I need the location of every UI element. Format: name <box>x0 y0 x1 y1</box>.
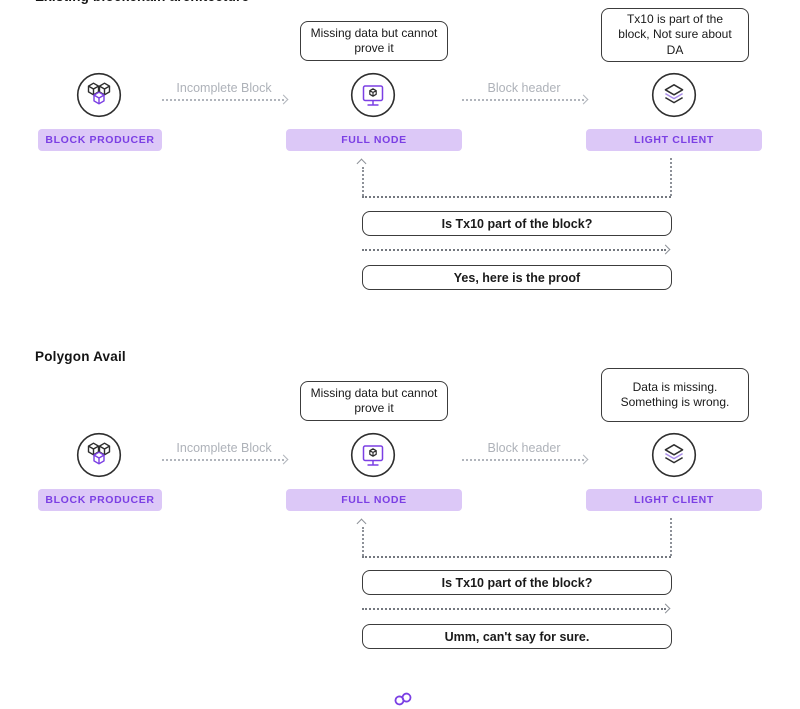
full-node-icon <box>350 72 396 118</box>
incomplete-block-arrow <box>162 459 284 461</box>
reply-arrow <box>362 608 666 610</box>
light-client-icon <box>651 432 697 478</box>
polygon-logo-icon <box>392 691 414 707</box>
block-header-arrow-label: Block header <box>487 441 561 455</box>
loop-line-right <box>670 158 672 196</box>
full-node-icon <box>350 432 396 478</box>
arrow-head-icon <box>660 244 671 255</box>
incomplete-block-arrow <box>162 99 284 101</box>
block-header-arrow <box>462 99 584 101</box>
loop-line-right <box>670 518 672 556</box>
block-producer-label: BLOCK PRODUCER <box>38 129 162 151</box>
loop-line-left <box>362 527 364 556</box>
light-client-label: LIGHT CLIENT <box>586 129 762 151</box>
arrow-head-icon <box>578 94 589 105</box>
block-header-arrow-label: Block header <box>487 81 561 95</box>
block-producer-icon <box>76 432 122 478</box>
arrow-head-icon <box>278 94 289 105</box>
arrow-head-icon <box>578 454 589 465</box>
full-node-label: FULL NODE <box>286 129 462 151</box>
arrow-head-icon <box>660 603 671 614</box>
question-box: Is Tx10 part of the block? <box>362 211 672 236</box>
section-title-existing: Existing blockchain architecture <box>35 0 249 4</box>
arrow-head-icon <box>278 454 289 465</box>
incomplete-block-arrow-label: Incomplete Block <box>176 81 272 95</box>
loop-line-bottom <box>362 196 671 198</box>
answer-box: Yes, here is the proof <box>362 265 672 290</box>
full-node-callout: Missing data but cannot prove it <box>300 21 448 61</box>
reply-arrow <box>362 249 666 251</box>
section-title-polygon-avail: Polygon Avail <box>35 349 126 364</box>
light-client-label: LIGHT CLIENT <box>586 489 762 511</box>
light-client-callout: Tx10 is part of the block, Not sure abou… <box>601 8 749 62</box>
answer-box: Umm, can't say for sure. <box>362 624 672 649</box>
block-header-arrow <box>462 459 584 461</box>
incomplete-block-arrow-label: Incomplete Block <box>176 441 272 455</box>
full-node-label: FULL NODE <box>286 489 462 511</box>
block-producer-label: BLOCK PRODUCER <box>38 489 162 511</box>
light-client-icon <box>651 72 697 118</box>
block-producer-icon <box>76 72 122 118</box>
question-box: Is Tx10 part of the block? <box>362 570 672 595</box>
loop-line-bottom <box>362 556 671 558</box>
full-node-callout: Missing data but cannot prove it <box>300 381 448 421</box>
light-client-callout: Data is missing. Something is wrong. <box>601 368 749 422</box>
loop-line-left <box>362 167 364 196</box>
